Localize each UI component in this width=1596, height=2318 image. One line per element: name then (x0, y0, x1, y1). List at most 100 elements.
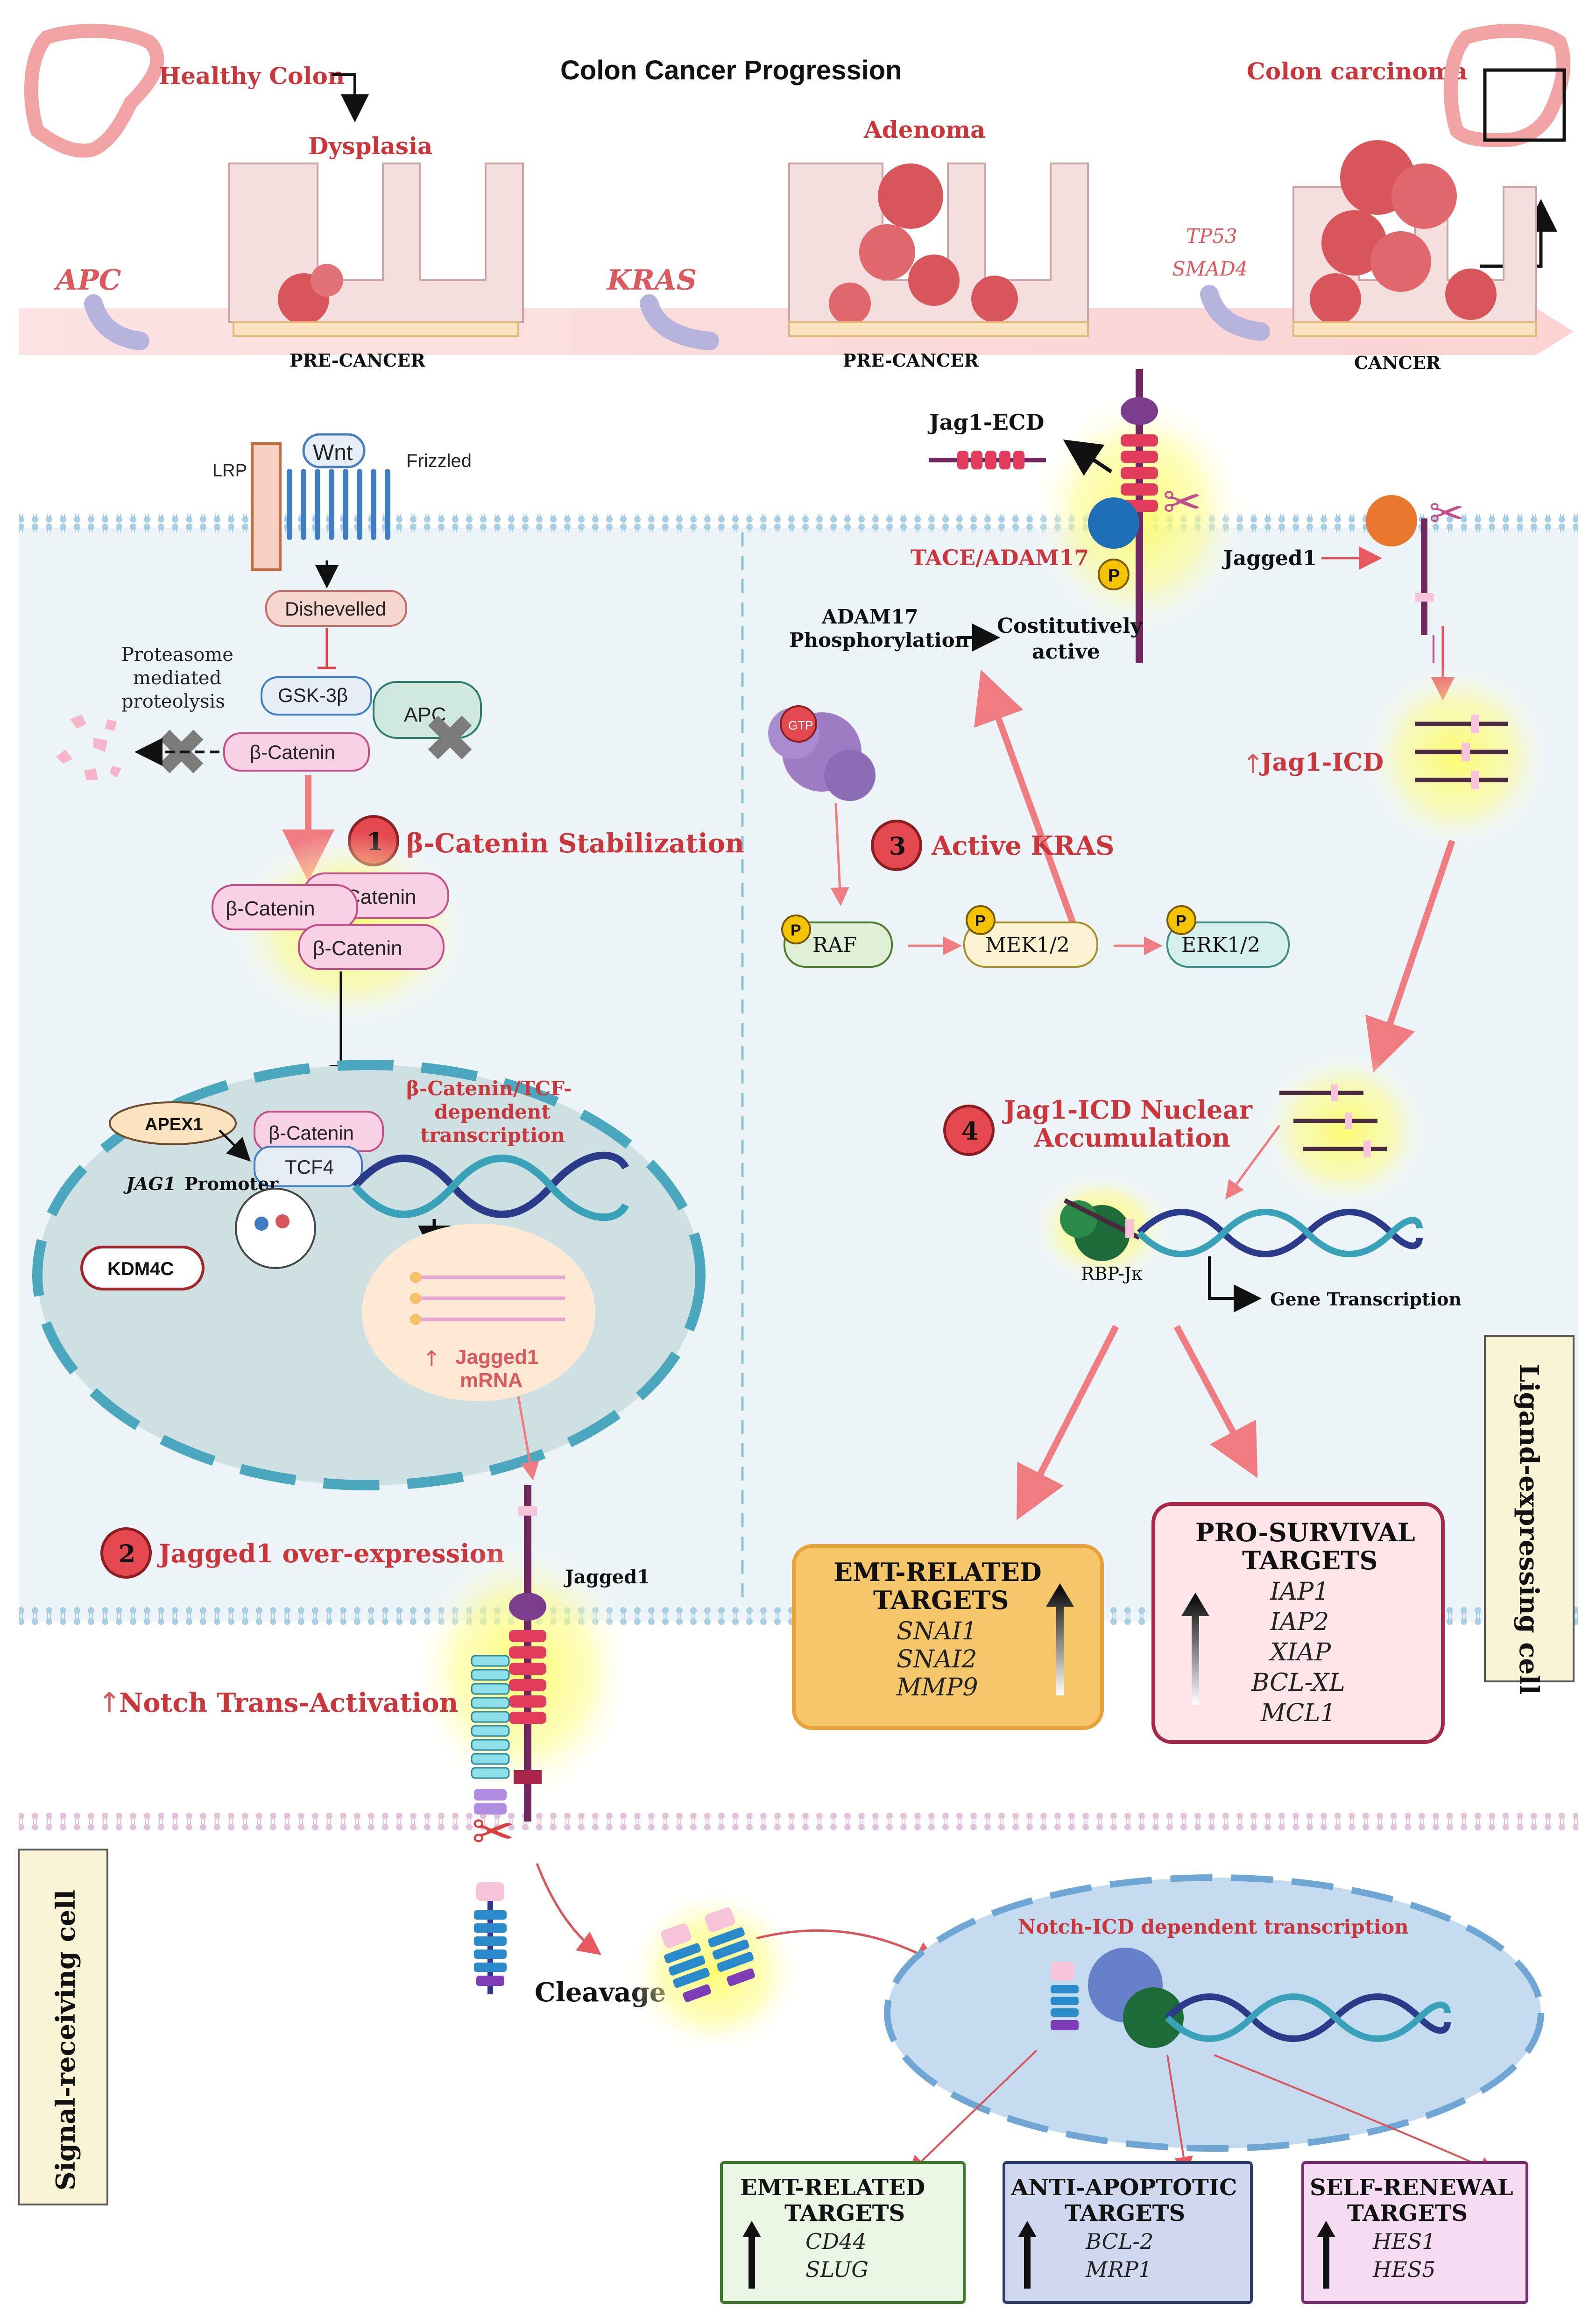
healthy-colon-label: Healthy Colon (159, 62, 345, 90)
jag1-tace-receptor: P (1088, 369, 1158, 663)
proteasome-line3: proteolysis (121, 691, 225, 712)
healthy-colon-icon (24, 24, 164, 158)
bcatenin-destruction-pill (223, 732, 370, 772)
bottom-self-box: SELF-RENEWAL TARGETS HES1 HES5 (1301, 2161, 1528, 2304)
emt-item-3: MMP9 (896, 1673, 978, 1701)
bcatenin-pill-1 (212, 884, 358, 930)
survival-targets-box: PRO-SURVIVAL TARGETS IAP1 IAP2 XIAP BCL-… (1151, 1502, 1445, 1744)
kras-protein: GTP (768, 705, 876, 801)
bottom-emt-box: EMT-RELATED TARGETS CD44 SLUG (720, 2161, 966, 2304)
apex1-pill (109, 1101, 237, 1145)
dishevelled-label: Dishevelled (285, 598, 386, 620)
progression-banner: Healthy Colon Dysplasia Colon Cancer Pro… (19, 24, 1574, 373)
tcf-transcription-line2: dependent (434, 1100, 551, 1123)
emt-item-1: SNAI1 (897, 1617, 977, 1645)
mrna-label-1: Jagged1 (455, 1346, 539, 1368)
bottom-self-title-1: SELF-RENEWAL (1310, 2175, 1513, 2201)
diagram-title: Colon Cancer Progression (560, 55, 902, 85)
mek-p-label: P (975, 912, 986, 930)
healthy-to-dysplasia-arrow (332, 73, 369, 122)
gene-transcription-arrow (1208, 1256, 1262, 1312)
zoom-arrow (1480, 199, 1557, 268)
survival-up-arrow (1181, 1593, 1209, 1705)
signal-membrane (19, 1812, 1578, 1831)
bottom-anti-item-1: BCL-2 (1085, 2229, 1153, 2254)
apc-label: APC (404, 703, 446, 726)
jag1-icd-glow-2 (1261, 1051, 1429, 1210)
tcf4-label: TCF4 (285, 1156, 334, 1178)
mek-phospho (966, 905, 996, 935)
jag1-icd-label: Jag1-ICD (1259, 748, 1384, 777)
rbp-jk-complex (1060, 1198, 1141, 1261)
bottom-emt-up-arrow (742, 2221, 761, 2289)
gene-transcription-label: Gene Transcription (1270, 1289, 1462, 1310)
step-3-label: Active KRAS (931, 830, 1114, 861)
bottom-self-up-arrow (1317, 2221, 1335, 2289)
mrna-label-2: mRNA (460, 1369, 523, 1392)
jagged1-right-label: Jagged1 (1222, 546, 1317, 570)
mrna-strands (410, 1272, 565, 1325)
jagged1-cleavage-receptor (1366, 495, 1434, 663)
emt-title-1: EMT-RELATED (833, 1557, 1042, 1587)
step-4-badge: 4 (943, 1105, 995, 1156)
to-bottom-anti-arrow (1166, 2055, 1193, 2176)
to-survival-arrow (1173, 1325, 1258, 1478)
proteasome-line2: mediated (133, 667, 221, 689)
bottom-emt-title-2: TARGETS (784, 2200, 905, 2226)
raf-phospho (781, 914, 811, 944)
nicd-to-nucleus-arrow (756, 1929, 938, 1964)
survival-item-1: IAP1 (1270, 1578, 1329, 1606)
step-4-label-1: Jag1-ICD Nuclear (1002, 1095, 1253, 1125)
kdm4c-pill (80, 1246, 205, 1290)
bottom-anti-box: ANTI-APOPTOTIC TARGETS BCL-2 MRP1 (1003, 2161, 1253, 2304)
signal-cell-label: Signal-receiving cell (50, 1890, 81, 2190)
to-bottom-emt-arrow (908, 2049, 1038, 2175)
ecd-release-arrow (1063, 439, 1113, 476)
bottom-emt-title-1: EMT-RELATED (740, 2175, 925, 2201)
adenoma-label: Adenoma (863, 116, 986, 143)
emt-item-2: SNAI2 (897, 1645, 977, 1673)
apc-arrow (84, 294, 149, 350)
adam17-phos-line2: Phosphorylation (789, 629, 969, 652)
bottom-anti-item-2: MRP1 (1085, 2257, 1152, 2282)
const-active-line2: active (1032, 640, 1100, 664)
apex1-arrow (219, 1129, 251, 1162)
adenoma-crypt (788, 163, 1089, 337)
kras-scissors-icon-2: ✂ (1429, 489, 1464, 538)
raf-p-label: P (791, 922, 801, 939)
jag1-icd-fragments (1415, 715, 1508, 789)
gsk3b-pill (261, 676, 372, 716)
erk-label: ERK1/2 (1181, 933, 1260, 957)
svg-text:GTP: GTP (788, 718, 813, 732)
step-4-label-2: Accumulation (1034, 1123, 1230, 1153)
survival-item-3: XIAP (1268, 1638, 1331, 1666)
wnt-label: Wnt (313, 440, 353, 465)
carcinoma-colon-icon (1443, 24, 1571, 148)
raf-pill (784, 922, 893, 968)
jag1-icd-fragments-2 (1279, 1085, 1387, 1157)
apc-x-icon: ✖ (423, 701, 477, 777)
erk-pill (1166, 922, 1290, 968)
scissors-icon: ✂ (472, 1802, 515, 1862)
kras-arrow (640, 294, 719, 350)
bottom-emt-item-1: CD44 (805, 2229, 867, 2254)
stage-precancer-1: PRE-CANCER (290, 350, 425, 371)
cleavage-arrow (536, 1863, 601, 1956)
jag1-icd-glow (1363, 663, 1550, 850)
mrna-to-membrane-arrow (517, 1396, 539, 1481)
notch-up-arrow: ↑ (98, 1687, 121, 1718)
gene-tp53: TP53 (1186, 225, 1237, 248)
dysplasia-crypt (228, 163, 524, 337)
bcatenin-label-3: β-Catenin (313, 937, 403, 960)
survival-item-4: BCL-XL (1251, 1669, 1345, 1697)
gsk3b-label: GSK-3β (278, 684, 348, 706)
to-emt-arrow (1017, 1325, 1119, 1520)
const-active-line1: Costitutively (997, 614, 1143, 638)
zoom-box (1483, 68, 1566, 142)
icd-to-rbp-arrow (1225, 1125, 1281, 1200)
step-3-badge: 3 (871, 820, 922, 871)
notch-transcription-complex (1051, 1948, 1184, 2048)
survival-item-2: IAP2 (1270, 1608, 1329, 1636)
apex1-label: APEX1 (145, 1115, 203, 1134)
